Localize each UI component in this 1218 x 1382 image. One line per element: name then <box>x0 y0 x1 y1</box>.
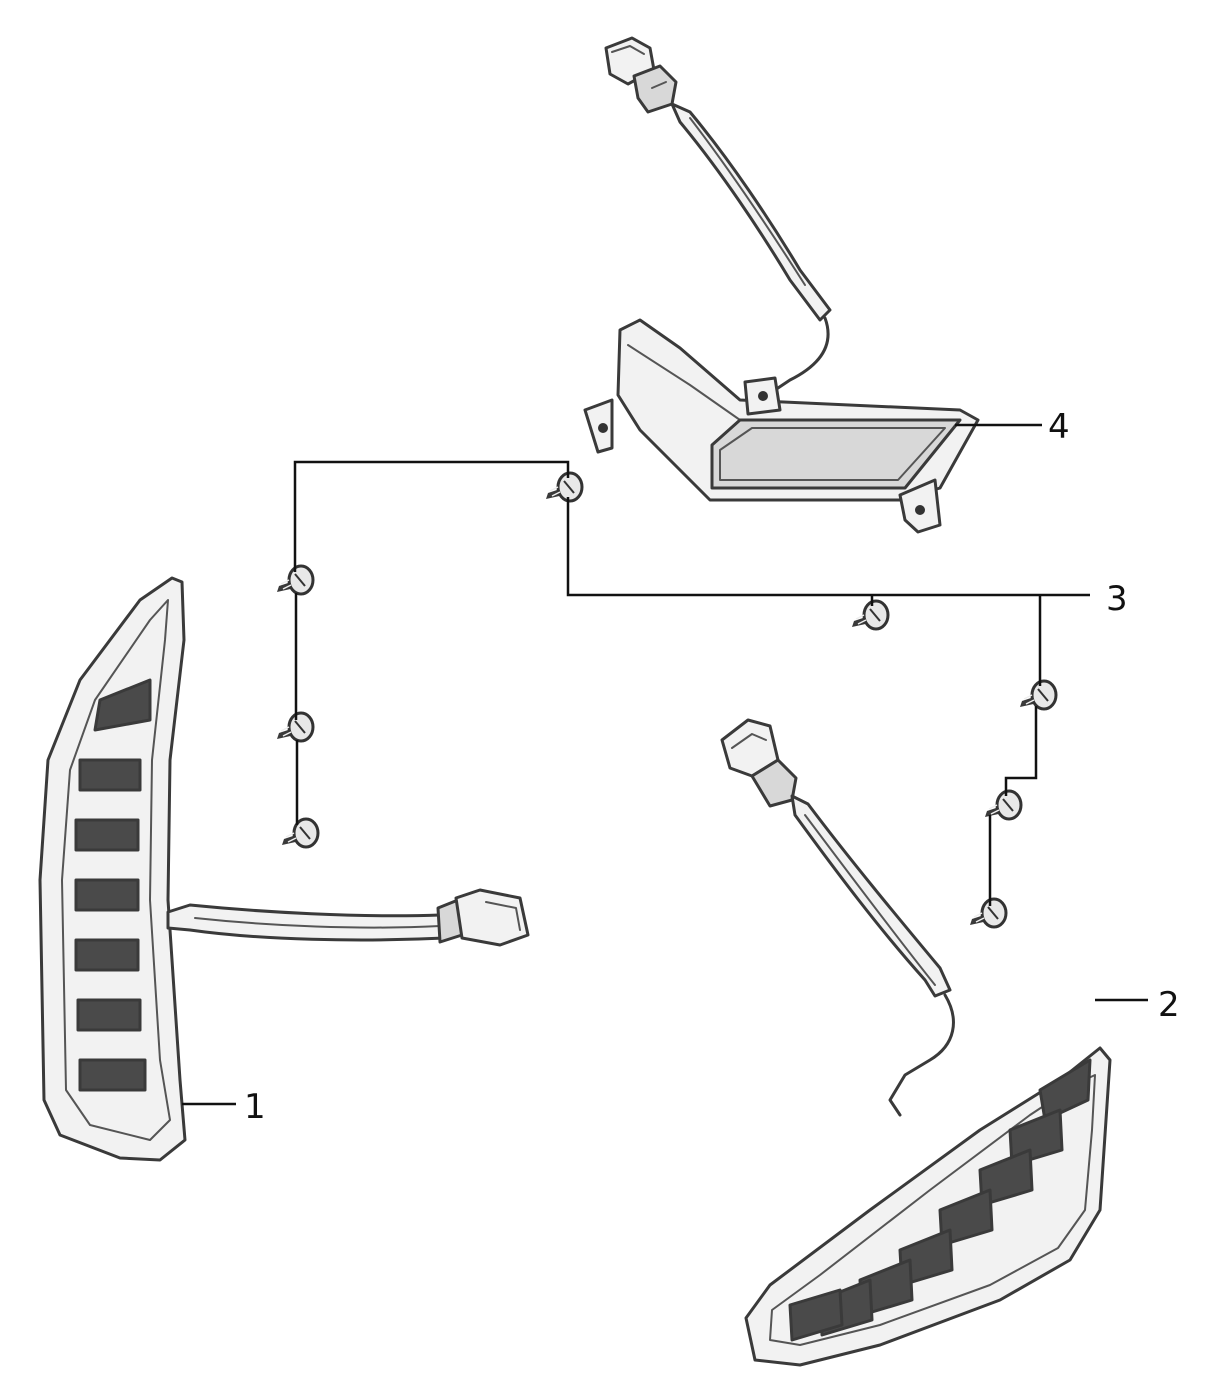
screw-icon <box>280 817 320 849</box>
screw-icon <box>983 789 1023 821</box>
license-plate-lamp-icon <box>583 36 980 534</box>
callout-3: 3 <box>1106 579 1128 619</box>
screw-icon <box>968 897 1008 929</box>
connector-icon <box>720 718 798 808</box>
screw-icon <box>1018 679 1058 711</box>
screw-icon <box>850 599 890 631</box>
callout-4: 4 <box>1048 407 1070 447</box>
connector-icon <box>436 888 530 947</box>
right-turn-signal-lamp-icon <box>720 718 1112 1367</box>
callout-2: 2 <box>1158 985 1180 1025</box>
leader-lines <box>182 423 1148 1106</box>
left-turn-signal-lamp-icon <box>38 576 530 1162</box>
screw-icon <box>544 471 584 503</box>
connector-icon <box>604 36 678 114</box>
screw-group <box>275 471 1058 929</box>
callout-1: 1 <box>244 1087 266 1127</box>
